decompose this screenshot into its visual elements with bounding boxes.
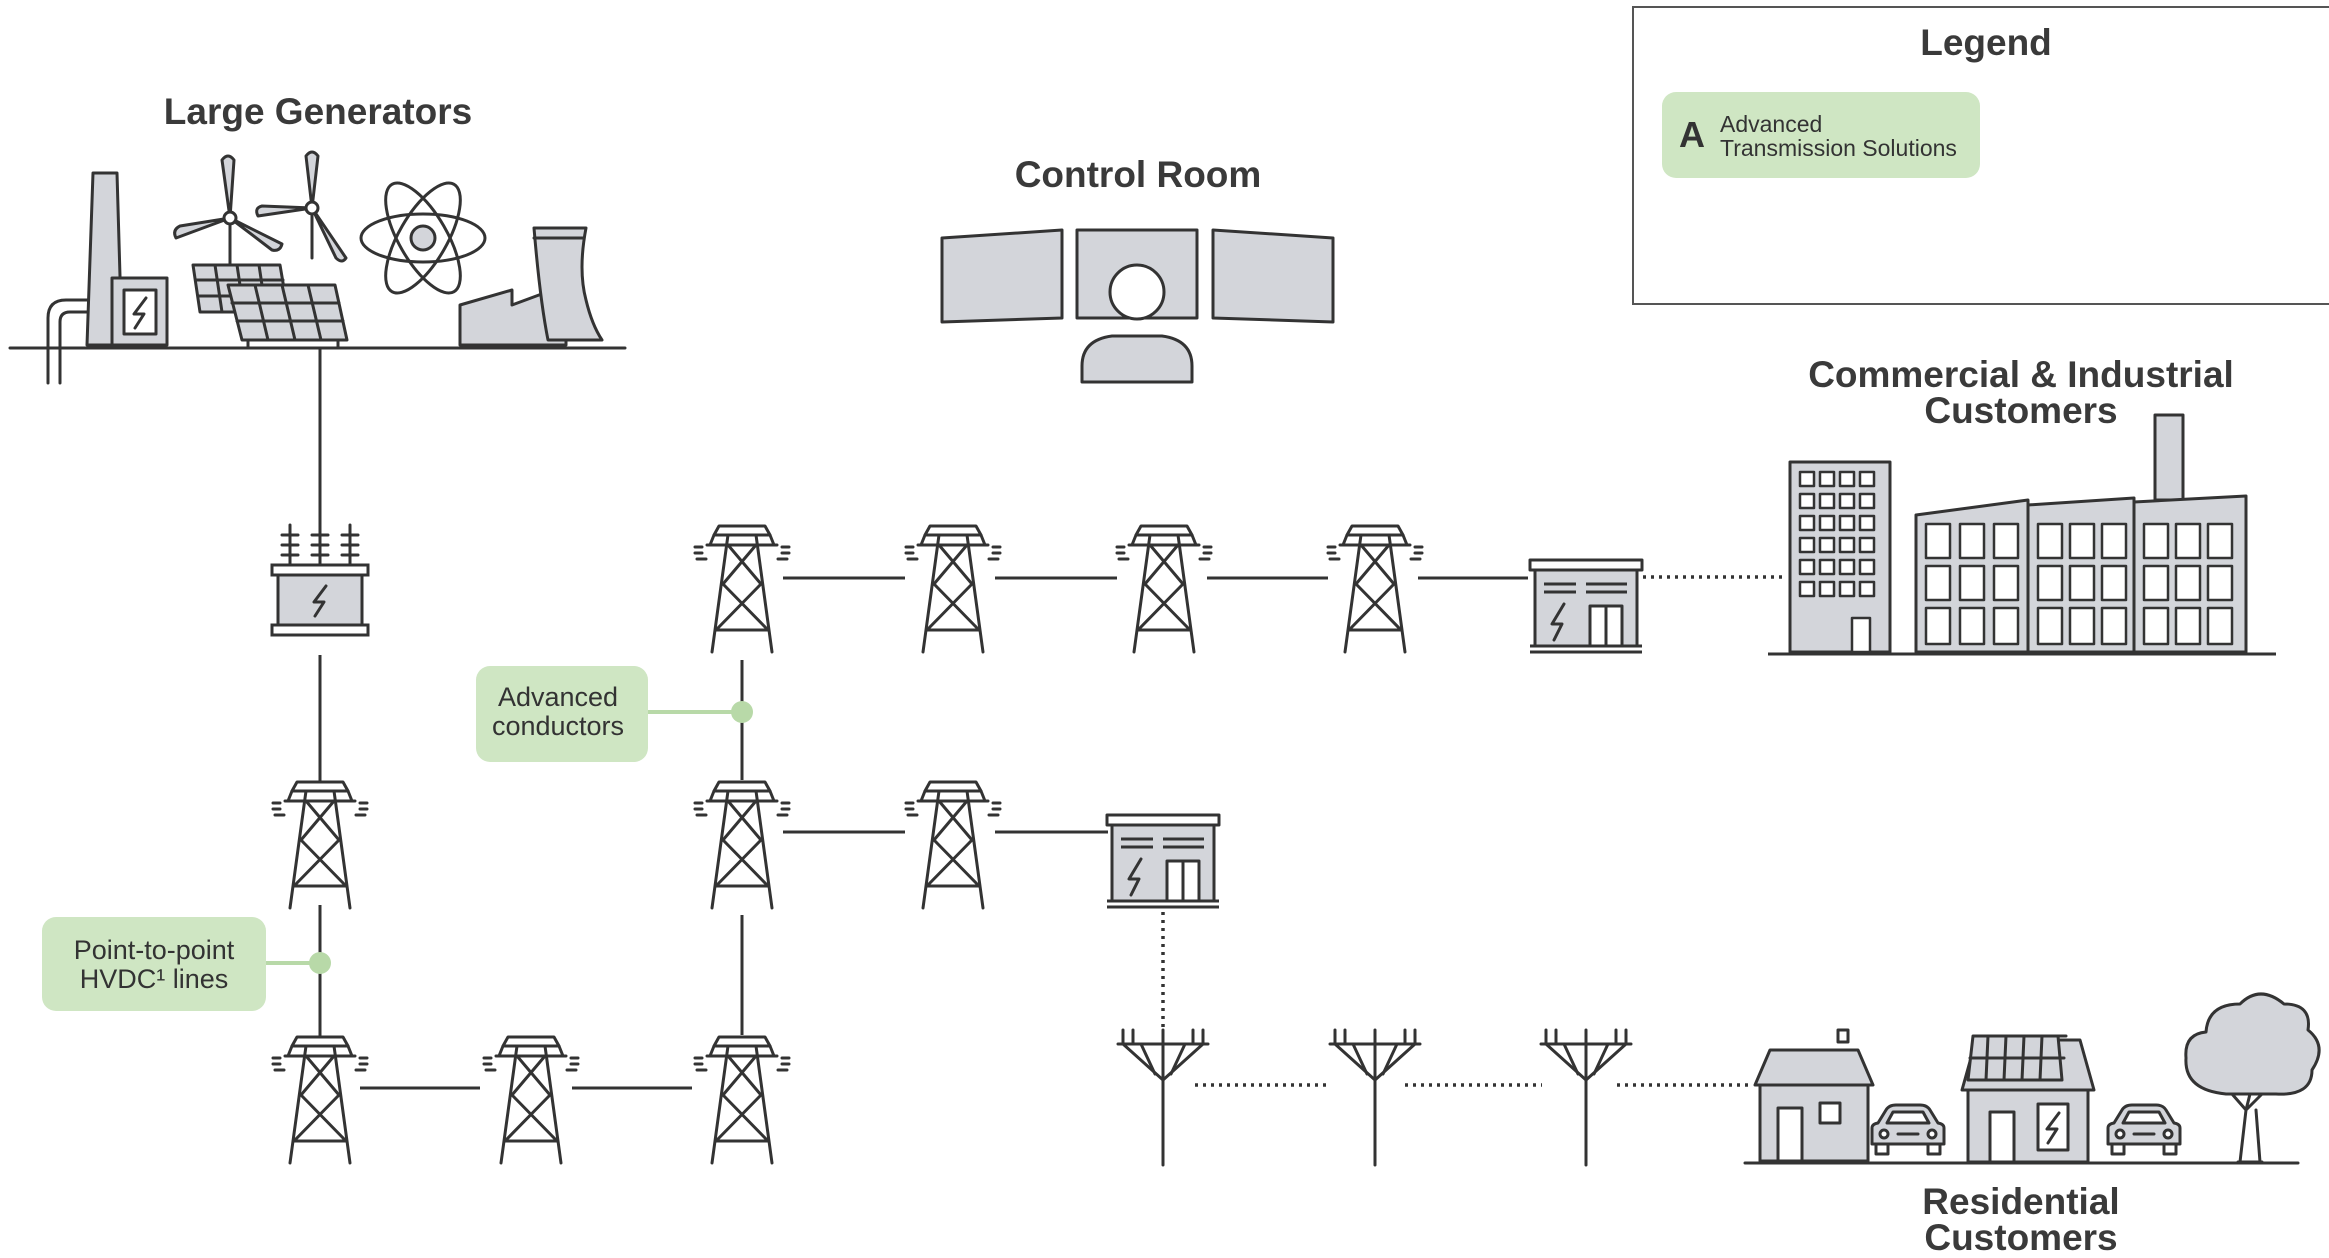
legend-key: A Advanced Transmission Solutions: [1662, 92, 1980, 178]
residential-label-line2: Customers: [1924, 1217, 2117, 1258]
legend: Legend A Advanced Transmission Solutions: [1632, 6, 2329, 305]
distribution-lines: [1161, 575, 1786, 1087]
transmission-tower-icon: [904, 524, 1002, 654]
solar-panel-icon: [1966, 1034, 2068, 1082]
substation-icon: [1528, 558, 1644, 654]
residential-group: [1743, 992, 2321, 1165]
legend-title: Legend: [1920, 22, 2052, 63]
commercial-label-line1: Commercial & Industrial: [1808, 354, 2234, 395]
atom-icon: [359, 181, 487, 295]
house-icon: [1753, 1028, 1875, 1163]
tree-icon: [2184, 992, 2321, 1164]
transmission-tower-icon: [904, 780, 1002, 910]
transmission-lines: [318, 355, 1528, 1090]
distribution-pole-icon: [1539, 1028, 1633, 1167]
wind-turbine-icon: [173, 154, 284, 272]
hvdc-text-line1: Point-to-point: [74, 935, 235, 965]
house-icon: [1960, 1034, 2096, 1164]
distribution-pole-icon: [1116, 1028, 1210, 1167]
legend-key-text-line2: Transmission Solutions: [1720, 135, 1957, 161]
commercial-label-line2: Customers: [1924, 390, 2117, 431]
hvdc-text-line2: HVDC¹ lines: [80, 964, 229, 994]
hvdc-callout: Point-to-point HVDC¹ lines: [42, 917, 331, 1011]
legend-key-text-line1: Advanced: [1720, 111, 1822, 137]
commercial-industrial-group: [1768, 413, 2276, 656]
transmission-tower-icon: [1326, 524, 1424, 654]
transmission-towers: [271, 524, 1424, 1165]
transmission-tower-icon: [1115, 524, 1213, 654]
solar-panel-icon: [191, 263, 349, 350]
residential-label-line1: Residential: [1922, 1181, 2119, 1222]
legend-key-letter: A: [1679, 114, 1705, 155]
large-generators-label: Large Generators: [164, 91, 472, 132]
transmission-tower-icon: [271, 780, 369, 910]
operator-icon: [1080, 263, 1194, 384]
control-room-label: Control Room: [1015, 154, 1262, 195]
transmission-tower-icon: [693, 1035, 791, 1165]
transmission-tower-icon: [482, 1035, 580, 1165]
factory-icon: [1914, 413, 2248, 654]
advanced-conductors-callout: Advanced conductors: [476, 666, 753, 762]
transmission-tower-icon: [693, 524, 791, 654]
advanced-conductors-text-line1: Advanced: [498, 682, 618, 712]
transformer-icon: [270, 523, 370, 637]
car-icon: [1870, 1103, 1946, 1156]
office-building-icon: [1788, 460, 1892, 654]
distribution-pole-icon: [1328, 1028, 1422, 1167]
car-icon: [2106, 1103, 2182, 1156]
cooling-tower-icon: [458, 226, 604, 347]
advanced-conductors-text-line2: conductors: [492, 711, 624, 741]
transmission-tower-icon: [693, 780, 791, 910]
wind-turbine-icon: [255, 150, 348, 263]
control-room-group: [940, 228, 1335, 384]
substation-icon: [1105, 813, 1221, 909]
transmission-tower-icon: [271, 1035, 369, 1165]
generators-group: [8, 150, 627, 385]
smokestack-icon: [85, 171, 169, 347]
